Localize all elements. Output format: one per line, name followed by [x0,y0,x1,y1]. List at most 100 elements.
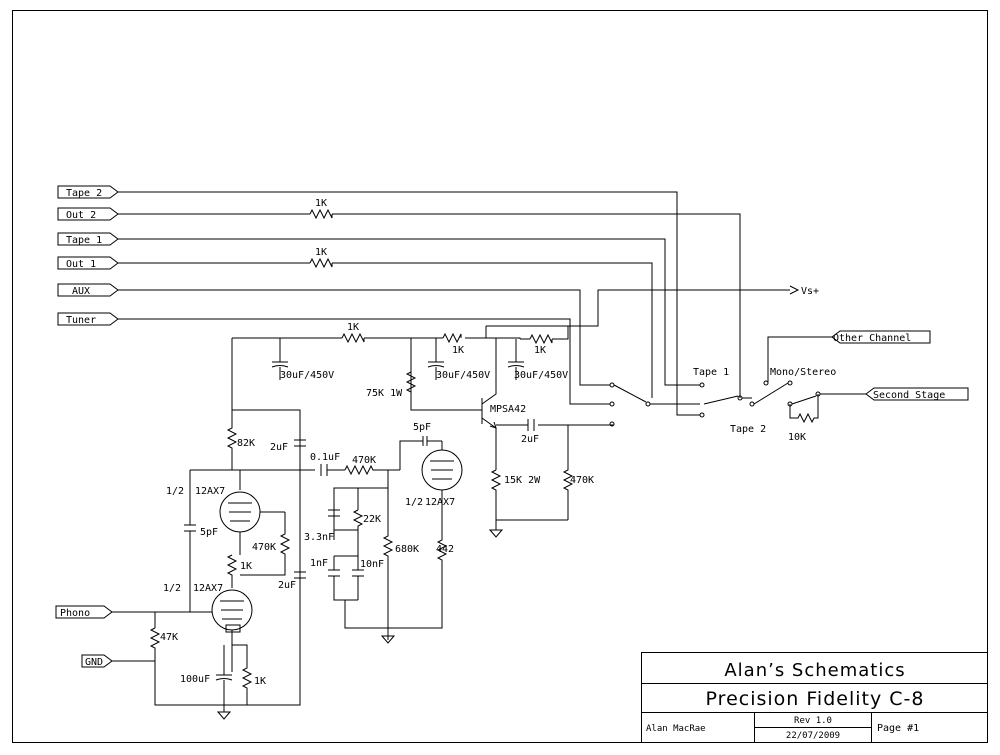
port-second-stage: Second Stage [865,387,969,401]
svg-text:75K 1W: 75K 1W [366,388,403,399]
cap-supply1: 30uF/450V [271,338,334,381]
svg-text:Other Channel: Other Channel [833,333,911,344]
resistor-470k-out: 470K [562,425,594,520]
cap-5pf-top-label: 5pF [413,422,431,433]
resistor-out1: 1K [309,247,333,269]
ground-riaa [380,628,396,644]
cap-2uf-a: 2uF [270,439,306,453]
tube3: 1/2 12AX7 [399,436,463,508]
port-other-channel: Other Channel [831,330,931,344]
resistor-1k-plate: 1K [226,554,252,588]
port-phono: Phono [55,605,113,619]
svg-text:82K: 82K [237,438,255,449]
cap-supply2: 30uF/450V [427,338,490,381]
resistor-out2: 1K [309,198,333,220]
svg-text:1nF: 1nF [310,558,328,569]
resistor-75k: 75K 1W [366,371,417,399]
title-page: Page #1 [877,723,919,734]
cap-2uf-b: 2uF [278,571,306,591]
svg-text:Out 1: Out 1 [66,259,96,270]
svg-text:470K: 470K [252,542,276,553]
resistor-supply2: 1K [442,332,464,356]
cap-supply3: 30uF/450V [507,339,568,381]
resistor-470k-fb: 470K [240,512,291,576]
resistor-680k: 680K [382,488,419,640]
svg-text:1/2: 1/2 [166,486,184,497]
svg-text:1K: 1K [315,198,327,209]
resistor-supply3: 1K [529,333,553,356]
svg-text:15K 2W: 15K 2W [504,475,541,486]
svg-text:470K: 470K [570,475,594,486]
svg-text:1K: 1K [315,247,327,258]
selector-switch [609,382,700,427]
svg-text:AUX: AUX [72,286,90,297]
svg-text:1K: 1K [534,345,546,356]
svg-text:Phono: Phono [60,608,90,619]
tube1: 1/2 12AX7 [166,470,285,555]
cap-2uf-out: 2uF [521,419,539,445]
svg-text:1/2: 1/2 [405,497,423,508]
resistor-442-label: 442 [436,544,454,555]
title-date: 22/07/2009 [786,731,840,741]
port-out1: Out 1 [57,256,119,270]
svg-text:12AX7: 12AX7 [425,497,455,508]
svg-text:Tape 2: Tape 2 [730,424,766,435]
svg-text:10nF: 10nF [360,559,384,570]
svg-text:1K: 1K [240,561,252,572]
title-rev: Rev 1.0 [794,716,832,726]
svg-text:2uF: 2uF [278,580,296,591]
svg-text:1/2: 1/2 [163,583,181,594]
border-frame [12,10,988,743]
svg-text:Out 2: Out 2 [66,210,96,221]
tape-switch: Tape 1 Tape 2 [693,367,766,435]
svg-text:12AX7: 12AX7 [193,583,223,594]
svg-text:Tape 2: Tape 2 [66,188,102,199]
cap-100uf: 100uF [180,645,233,705]
svg-text:12AX7: 12AX7 [195,486,225,497]
resistor-15k: 15K 2W [490,469,568,521]
svg-text:2uF: 2uF [270,442,288,453]
ground-out [488,520,504,538]
svg-text:1K: 1K [452,345,464,356]
resistor-470k-series: 470K [344,455,400,476]
title-company: Alan’s Schematics [724,660,905,681]
svg-text:Mono/Stereo: Mono/Stereo [770,367,836,378]
svg-text:Second Stage: Second Stage [873,390,945,401]
port-aux: AUX [57,283,119,297]
svg-text:1K: 1K [347,322,359,333]
wire-tape1 [118,238,700,386]
svg-text:Tape 1: Tape 1 [693,367,729,378]
ground-phono [216,705,232,720]
wire-aux [118,289,610,386]
cap-5pf: 5pF [184,469,232,612]
svg-text:100uF: 100uF [180,674,210,685]
svg-text:30uF/450V: 30uF/450V [514,370,568,381]
svg-text:2uF: 2uF [521,434,539,445]
port-out2: Out 2 [57,207,119,221]
svg-text:5pF: 5pF [200,527,218,538]
svg-text:3.3nF: 3.3nF [304,532,334,543]
svg-text:1K: 1K [254,676,266,687]
tube2: 1/2 12AX7 [163,583,253,633]
svg-text:Tape 1: Tape 1 [66,235,102,246]
wire-out1 [118,262,653,398]
resistor-47k: 47K [149,605,301,706]
resistor-10k: 10K [788,394,819,443]
cap-3-3nf: 3.3nF [304,509,358,543]
vs-label: Vs+ [801,286,819,297]
svg-text:30uF/450V: 30uF/450V [280,370,334,381]
svg-text:22K: 22K [363,514,381,525]
transistor-mpsa42: MPSA42 [481,338,526,429]
supply-rail [232,326,569,402]
wire-tuner [118,318,610,405]
port-tuner: Tuner [57,312,119,326]
mono-stereo-switch: Mono/Stereo [753,336,866,407]
port-gnd: GND [81,654,113,668]
svg-text:30uF/450V: 30uF/450V [436,370,490,381]
svg-text:680K: 680K [395,544,419,555]
port-tape1: Tape 1 [57,232,119,246]
svg-text:47K: 47K [160,632,178,643]
svg-text:470K: 470K [352,455,376,466]
cap-1nf: 1nF [310,555,358,601]
cap-10nf: 10nF [352,556,384,600]
